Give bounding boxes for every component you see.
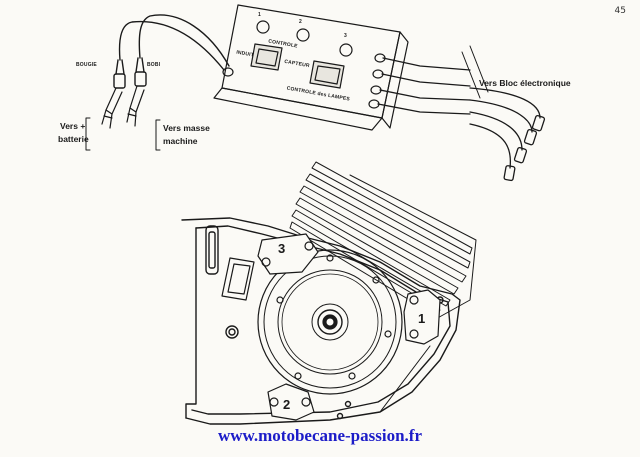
cables-to-electronic-unit (377, 45, 546, 182)
tester-box (213, 4, 409, 131)
label-vers-plus: Vers + (60, 121, 86, 131)
alligator-clip-plus (101, 87, 123, 129)
footer-url[interactable]: www.motobecane-passion.fr (218, 426, 422, 445)
callout-2: 2 (283, 397, 291, 412)
label-vers-bloc: Vers Bloc électronique (479, 78, 571, 88)
cylinder-fins (289, 161, 477, 321)
tester-button-label-1: 1 (258, 12, 261, 18)
label-batterie: batterie (58, 134, 89, 144)
label-vers-masse: Vers masse (163, 123, 210, 133)
pickup-3 (257, 233, 319, 275)
flywheel (257, 249, 403, 395)
clip-leads (113, 14, 230, 89)
pickup-2 (267, 383, 315, 421)
page-number: 45 (614, 6, 626, 16)
pickup-1 (403, 289, 441, 345)
callout-1: 1 (418, 311, 426, 326)
tester-button-2 (296, 28, 310, 42)
label-machine: machine (163, 136, 198, 146)
tester-button-1 (256, 20, 270, 34)
ignition-coil (221, 257, 255, 301)
tester-button-3 (339, 43, 353, 57)
clip-label-bougie: BOUGIE (76, 62, 97, 68)
tester-button-label-3: 3 (344, 33, 347, 39)
tester-button-label-2: 2 (299, 19, 302, 25)
alligator-clip-ground (126, 85, 145, 127)
clip-label-bobi: BOBI (147, 62, 161, 68)
callout-3: 3 (278, 241, 286, 256)
